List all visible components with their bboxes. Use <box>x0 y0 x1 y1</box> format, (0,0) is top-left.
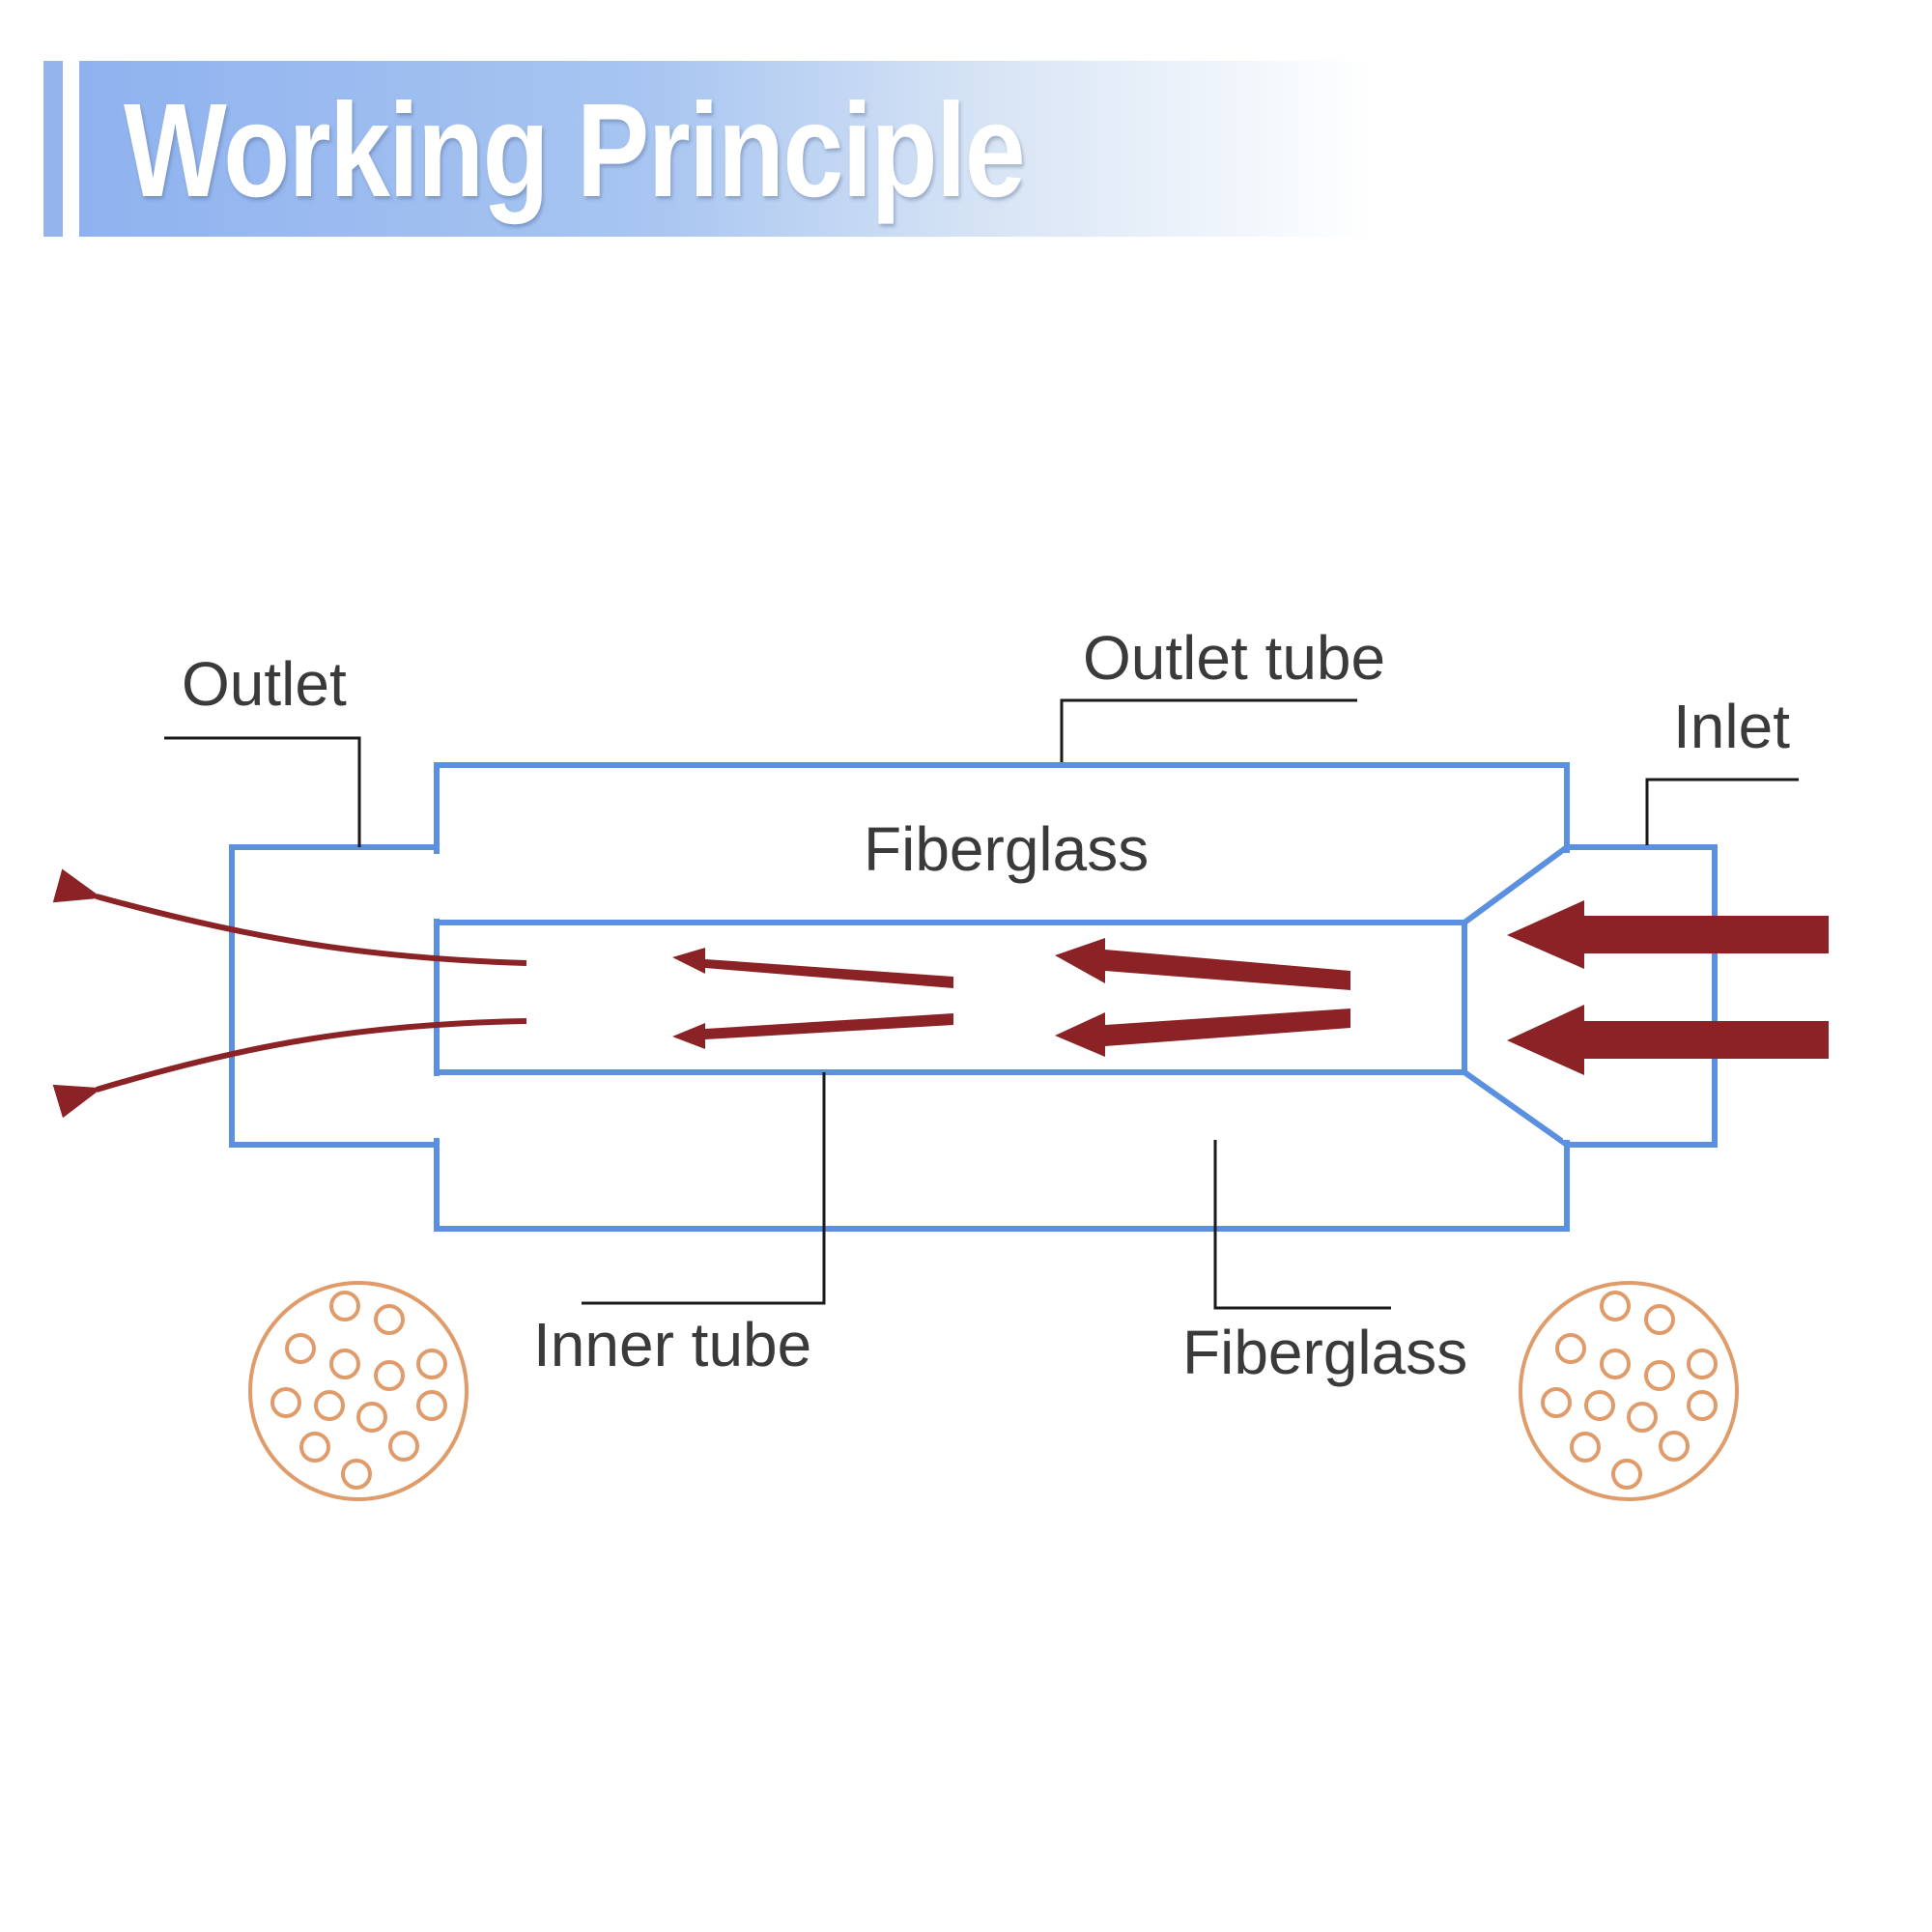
fiber-strand <box>1644 1304 1675 1335</box>
outlet-pipe <box>229 844 440 1148</box>
label-inlet: Inlet <box>1673 692 1790 761</box>
inner-tube <box>434 920 1467 1075</box>
fiber-strand <box>314 1390 345 1421</box>
fiber-strand <box>1555 1333 1586 1364</box>
label-fiberglass-bottom: Fiberglass <box>1182 1318 1467 1387</box>
fiber-strand <box>1611 1459 1642 1490</box>
inner-arrow-left-bottom <box>672 1013 953 1049</box>
label-fiberglass-top: Fiberglass <box>864 814 1149 884</box>
leader-lines <box>164 698 1799 1310</box>
inner-arrow-right-top <box>1055 938 1350 990</box>
fiber-bundle-circle <box>1519 1281 1739 1501</box>
fiber-strand <box>270 1387 301 1418</box>
fiber-strand <box>1627 1402 1658 1433</box>
fiber-strand <box>1600 1291 1631 1321</box>
fiber-bundle-circle <box>248 1281 469 1501</box>
muffler-body <box>229 762 1718 1232</box>
leader-fiberglass-bottom <box>1213 1140 1391 1310</box>
label-outlet: Outlet <box>182 649 347 719</box>
fiber-strand <box>1644 1360 1675 1391</box>
label-inner-tube: Inner tube <box>533 1310 811 1379</box>
fiber-strand <box>329 1349 360 1379</box>
fiber-strand <box>1584 1390 1615 1421</box>
leader-inner-tube <box>582 1072 826 1305</box>
fiber-strand <box>416 1390 447 1421</box>
inlet-flow-arrows <box>1507 900 1829 1075</box>
inner-arrow-right-bottom <box>1055 1009 1350 1057</box>
fiber-strand <box>1659 1431 1690 1462</box>
fiber-strand <box>299 1432 330 1463</box>
header-banner <box>79 61 1374 237</box>
header-accent-bar <box>43 61 63 237</box>
leader-outlet <box>164 736 361 847</box>
outlet-arrow-top <box>52 868 527 966</box>
label-outlet-tube: Outlet tube <box>1083 623 1385 693</box>
fiber-strand <box>416 1349 447 1379</box>
outlet-arrow-bottom <box>52 1018 527 1119</box>
fiber-strand <box>388 1431 419 1462</box>
inner-arrow-left-top <box>672 948 953 988</box>
fiberglass-cross-section-left <box>248 1281 469 1501</box>
fiber-strand <box>1687 1390 1718 1421</box>
fiber-strand <box>356 1402 387 1433</box>
inner-flow-arrows <box>672 938 1350 1057</box>
inlet-cone <box>1463 844 1718 1148</box>
fiber-strand <box>374 1360 405 1391</box>
fiber-strand <box>341 1459 372 1490</box>
leader-inlet <box>1645 778 1799 845</box>
fiber-strand <box>1541 1387 1572 1418</box>
fiber-strand <box>1570 1432 1601 1463</box>
fiberglass-cross-section-right <box>1519 1281 1739 1501</box>
fiber-strand <box>1687 1349 1718 1379</box>
inlet-arrow-bottom <box>1507 1005 1829 1075</box>
leader-outlet-tube <box>1060 698 1357 762</box>
inlet-arrow-top <box>1507 900 1829 969</box>
page-title: Working Principle <box>124 76 1026 225</box>
fiber-strand <box>329 1291 360 1321</box>
outlet-flow-arrows <box>52 868 527 1119</box>
fiber-strand <box>374 1304 405 1335</box>
fiber-strand <box>1600 1349 1631 1379</box>
fiber-strand <box>285 1333 316 1364</box>
